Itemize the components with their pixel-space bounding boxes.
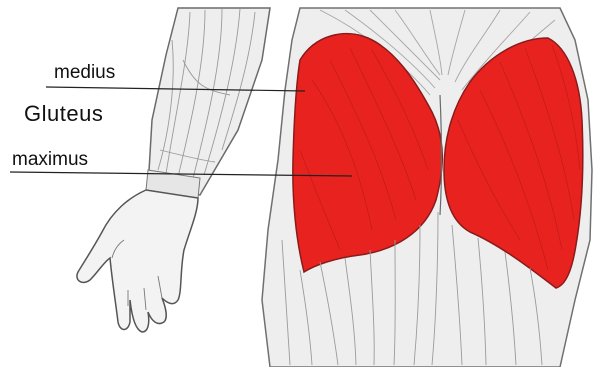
label-medius: medius bbox=[54, 62, 115, 84]
label-maximus: maximus bbox=[12, 149, 88, 171]
label-gluteus: Gluteus bbox=[24, 101, 103, 127]
